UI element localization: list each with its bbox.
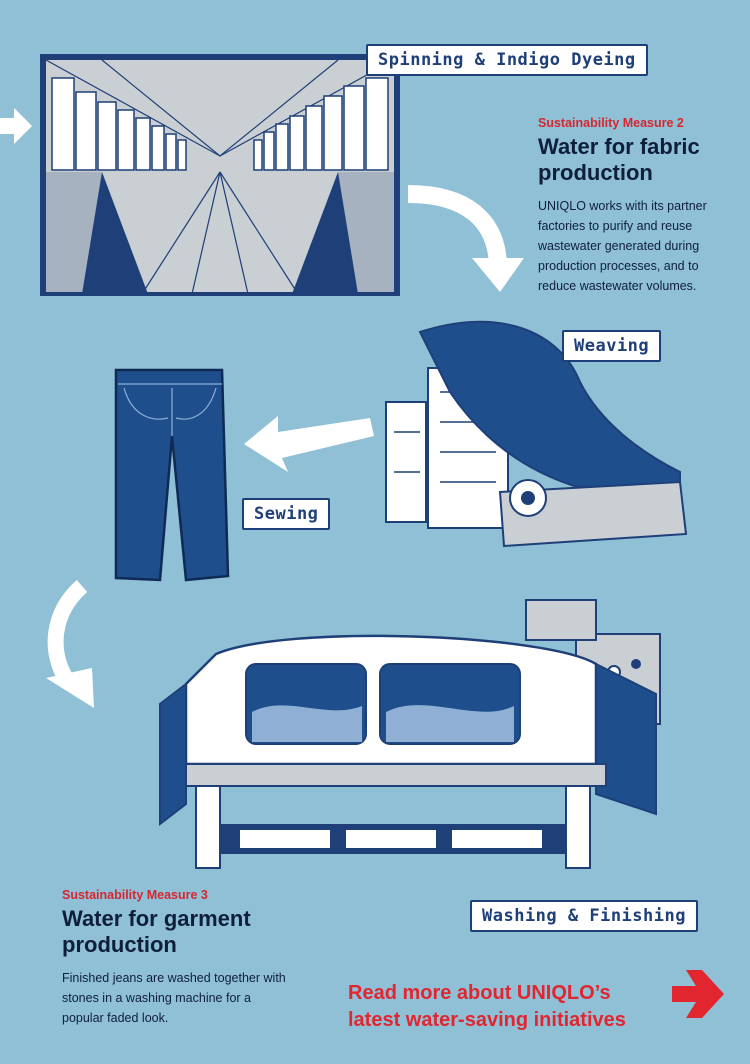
measure-3-body: Finished jeans are washed together with … xyxy=(62,971,286,1025)
stage-label-sewing: Sewing xyxy=(242,498,331,530)
spinning-illustration xyxy=(40,54,400,296)
flow-arrow-sewing-to-washing xyxy=(46,579,94,708)
cta-link[interactable]: Read more about UNIQLO’s latest water-sa… xyxy=(348,970,732,1040)
measure-3-block: Sustainability Measure 3 Water for garme… xyxy=(62,888,286,1028)
flow-arrow-weaving-to-sewing xyxy=(244,416,374,472)
stage-label-washing: Washing & Finishing xyxy=(470,900,698,932)
weaving-illustration xyxy=(385,320,688,548)
measure-2-kicker: Sustainability Measure 2 xyxy=(538,116,684,130)
stage-label-spinning: Spinning & Indigo Dyeing xyxy=(366,44,648,76)
measure-3-kicker: Sustainability Measure 3 xyxy=(62,888,208,902)
jeans-illustration xyxy=(114,368,230,582)
flow-arrow-spinning-to-weaving xyxy=(407,185,524,292)
measure-2-title: Water for fabric production xyxy=(538,134,700,185)
measure-2-body: UNIQLO works with its partner factories … xyxy=(538,199,707,293)
measure-2-block: Sustainability Measure 2 Water for fabri… xyxy=(538,116,720,296)
entry-arrow-icon xyxy=(0,108,32,144)
washing-machine-illustration xyxy=(159,599,661,869)
arrow-right-icon xyxy=(672,970,724,1018)
cta-text: Read more about UNIQLO’s latest water-sa… xyxy=(348,982,626,1031)
measure-3-title: Water for garment production xyxy=(62,906,251,957)
stage-label-weaving: Weaving xyxy=(562,330,662,362)
